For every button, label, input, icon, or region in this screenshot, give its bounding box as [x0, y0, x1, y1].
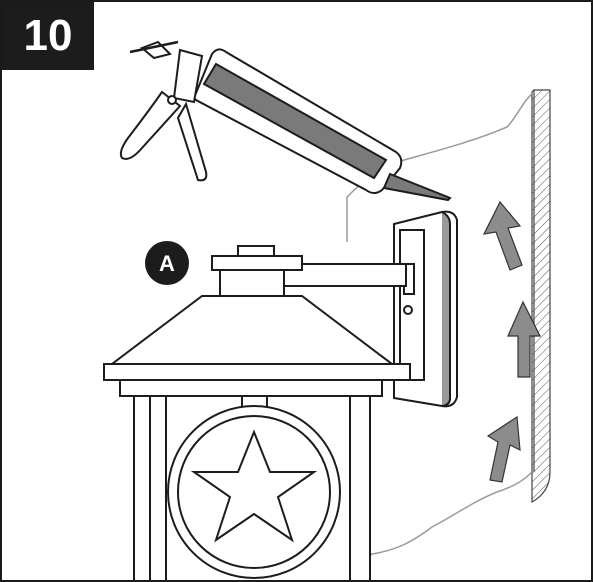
up-arrow-icon	[486, 415, 521, 483]
callout-a: A	[145, 241, 189, 285]
caulking-gun-icon	[119, 40, 452, 202]
star-icon	[190, 429, 318, 543]
up-arrow-icon	[507, 300, 541, 378]
lantern-body	[119, 379, 383, 580]
up-arrow-icon	[482, 200, 523, 271]
step-number-badge: 10	[2, 2, 94, 70]
callout-a-label: A	[159, 251, 175, 276]
mounting-plate	[393, 210, 458, 408]
wall-section	[531, 89, 551, 504]
lantern-cap	[103, 245, 411, 388]
